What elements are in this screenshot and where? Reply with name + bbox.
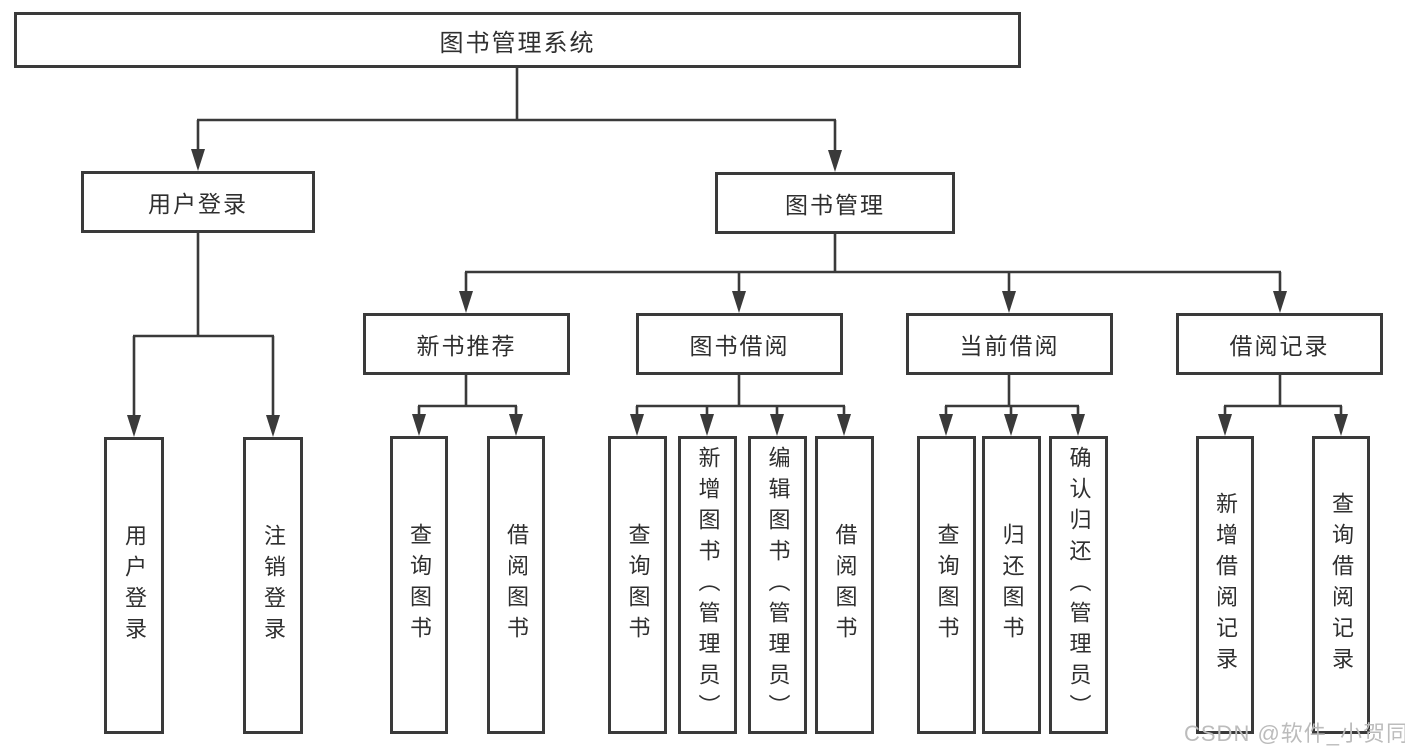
leaf-add-books-admin: 新增图书（管理员） <box>678 436 737 734</box>
node-current-borrowing: 当前借阅 <box>906 313 1113 375</box>
node-new-book-recommend: 新书推荐 <box>363 313 570 375</box>
connector-current-to-leaves <box>939 375 1085 436</box>
leaf-logout: 注销登录 <box>243 437 303 734</box>
leaf-user-login: 用户登录 <box>104 437 164 734</box>
node-user-login: 用户登录 <box>81 171 315 233</box>
leaf-query-borrow-record: 查询借阅记录 <box>1312 436 1370 734</box>
node-book-management: 图书管理 <box>715 172 955 234</box>
leaf-query-books-newbooks: 查询图书 <box>390 436 448 734</box>
connector-newbooks-to-leaves <box>412 375 523 436</box>
connector-root-to-level2 <box>191 68 842 172</box>
leaf-add-borrow-record: 新增借阅记录 <box>1196 436 1254 734</box>
node-borrowing-records: 借阅记录 <box>1176 313 1383 375</box>
connector-mgmt-to-level3 <box>459 234 1287 313</box>
leaf-borrow-books-newbooks: 借阅图书 <box>487 436 545 734</box>
connector-borrowing-to-leaves <box>630 375 851 436</box>
node-library-system: 图书管理系统 <box>14 12 1021 68</box>
leaf-confirm-return-admin: 确认归还（管理员） <box>1049 436 1108 734</box>
leaf-query-books-current: 查询图书 <box>917 436 976 734</box>
connector-records-to-leaves <box>1218 375 1348 436</box>
watermark: CSDN @软件_小贺同学 <box>1184 721 1405 746</box>
node-book-borrowing: 图书借阅 <box>636 313 843 375</box>
leaf-query-books-borrowing: 查询图书 <box>608 436 667 734</box>
connector-login-to-leaves <box>127 233 280 437</box>
leaf-edit-books-admin: 编辑图书（管理员） <box>748 436 807 734</box>
leaf-borrow-books-borrowing: 借阅图书 <box>815 436 874 734</box>
leaf-return-books: 归还图书 <box>982 436 1041 734</box>
